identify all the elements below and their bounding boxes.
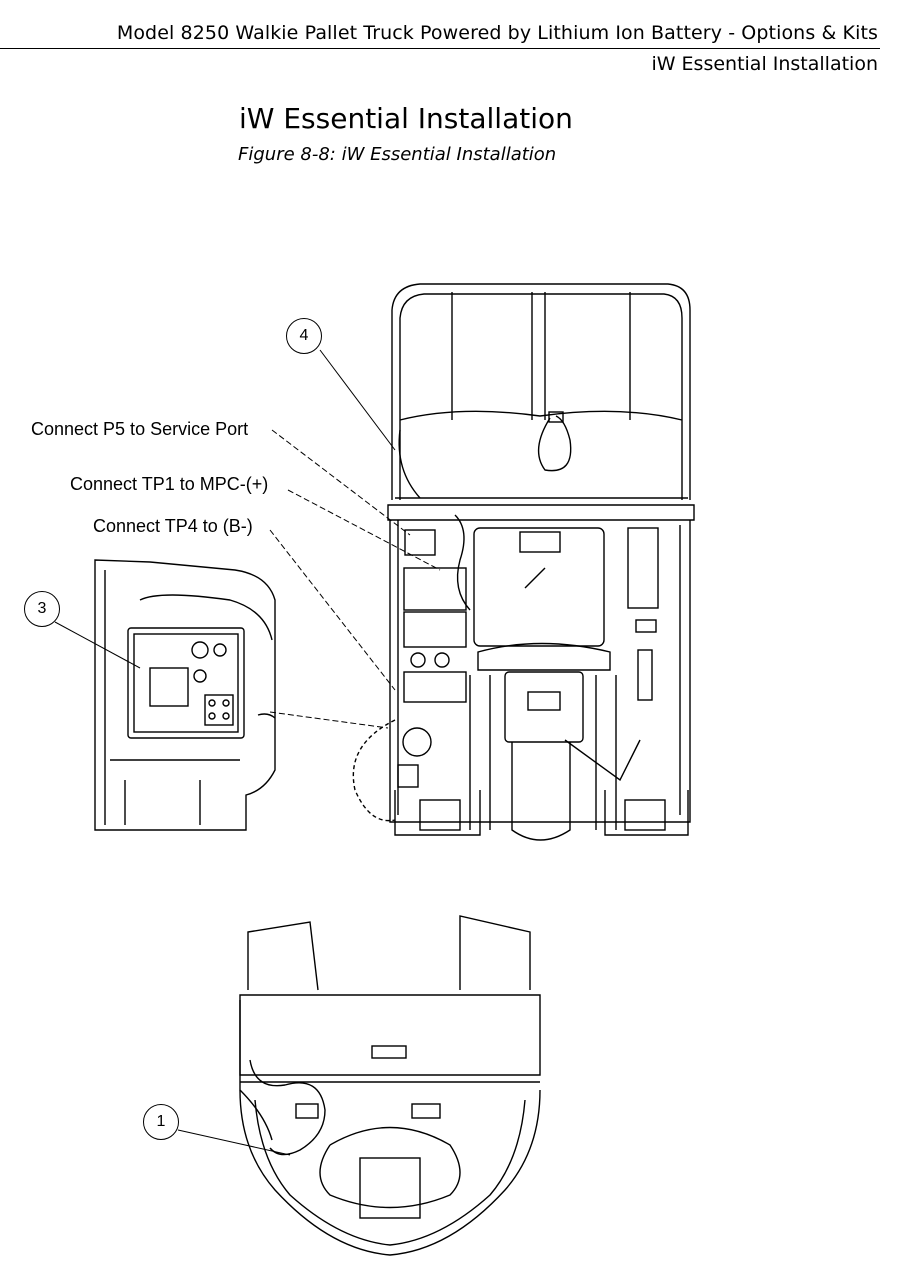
truck-top-view [352,283,695,841]
header-rule [0,48,880,49]
page-title: iW Essential Installation [239,102,573,135]
truck-bottom-view [239,915,541,1256]
item-balloon-3: 3 [24,591,60,627]
page-header-title: Model 8250 Walkie Pallet Truck Powered b… [116,22,878,44]
callout-service-port: Connect P5 to Service Port [31,419,249,439]
page-header-subtitle: iW Essential Installation [651,53,878,75]
figure-caption: Figure 8-8: iW Essential Installation [238,144,557,165]
callout-tp1: Connect TP1 to MPC-(+) [70,474,269,494]
callout-tp4: Connect TP4 to (B-) [93,516,253,536]
leader-lines [54,349,441,1156]
item-balloon-4: 4 [286,318,322,354]
item-balloon-1: 1 [143,1104,179,1140]
pcb-detail-view [94,559,276,831]
